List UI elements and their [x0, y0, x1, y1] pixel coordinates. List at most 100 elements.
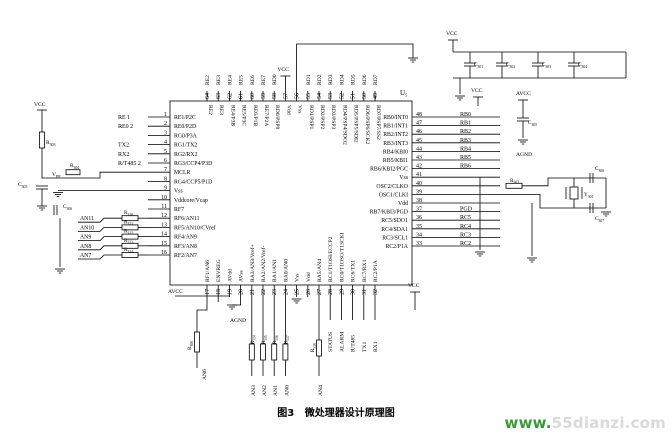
an6-label: AN6 — [202, 369, 208, 380]
right-pin-net: RB2 — [460, 129, 471, 135]
bottom-pin-number: 30 — [351, 289, 357, 295]
top-pin-net: RD6 — [362, 74, 368, 85]
schematic-diagram: U₅64RE2RE263RE3RE362RE4/P3BRE461RE5/P3CR… — [18, 31, 627, 396]
r319 — [316, 339, 322, 357]
right-pin-net: RB3 — [460, 138, 471, 144]
left-pin-number: 12 — [161, 213, 167, 219]
left-pin-name: RF3/AN8 — [174, 244, 197, 250]
top-pin-number: 57 — [283, 93, 289, 99]
top-pin-number: 60 — [250, 93, 256, 99]
top-pin-name: RD6/PSP6/SCK2 — [364, 105, 370, 145]
top-pin-name: Vss — [297, 105, 303, 113]
c303-left-label: C303 — [18, 182, 27, 189]
left-pin-number: 7 — [164, 167, 167, 173]
top-pin-name: RD1/PSP1 — [308, 105, 314, 129]
top-pin-net: RD0 — [272, 74, 278, 85]
avcc-label: AVCC — [168, 289, 183, 295]
left-pin-name: RF5/AN10/CVref — [174, 224, 216, 231]
r302 — [505, 182, 523, 189]
an-net-label: AN10 — [80, 225, 94, 231]
left-pin-name: RG3/CCP4/P3D — [174, 161, 212, 167]
left-pin-number: 8 — [164, 176, 167, 182]
left-pin-number: 6 — [164, 158, 167, 164]
top-pin-number: 64 — [205, 93, 211, 99]
bottom-pin-name: Vdd — [306, 272, 312, 282]
right-pin-name: RB2/INT2 — [383, 132, 408, 138]
an-label: AN0 — [284, 385, 290, 396]
top-pin-number: 51 — [351, 93, 357, 99]
left-pin-number: 9 — [164, 186, 167, 192]
bottom-pin-number: 19 — [227, 289, 233, 295]
an-resistor-label: R320 — [124, 210, 133, 217]
bottom-pin-name: AVss — [239, 270, 245, 282]
bottom-pin-name: RA3/AN3/Vref+ — [249, 244, 256, 282]
right-pin-name: RB7/KBI3/PGD — [370, 210, 408, 216]
an-net-label: AN9 — [80, 235, 91, 241]
top-pin-net: RE4 — [227, 75, 233, 85]
right-pin-name: Vdd — [398, 201, 408, 207]
bottom-pin-number: 25 — [295, 289, 301, 295]
top-pin-net: RE2 — [205, 75, 211, 85]
left-pin-number: 4 — [164, 140, 167, 146]
right-pin-number: 34 — [416, 232, 422, 238]
left-pin-number: 2 — [164, 121, 167, 127]
left-pin-name: RG0/P3A — [174, 133, 198, 139]
right-pin-number: 33 — [416, 241, 422, 247]
an-net-label: AN7 — [80, 253, 91, 259]
caption-label: 图3 — [277, 408, 295, 419]
top-pin-number: 55 — [306, 93, 312, 99]
left-pin-net: RE 1 — [118, 115, 130, 121]
left-pin-name: RG4/CCP5/P1D — [174, 179, 212, 185]
bottom-pin-number: 23 — [272, 289, 278, 295]
c306 — [53, 205, 58, 215]
right-pin-name: RB6/KBI2/PGC — [370, 167, 408, 173]
left-pin-name: RE0/P2D — [174, 124, 196, 130]
left-pin-name: RG2/RX2 — [174, 152, 198, 158]
right-pin-number: 42 — [416, 164, 422, 170]
decoupling-cap — [496, 62, 508, 67]
right-pin-number: 37 — [416, 207, 422, 213]
left-pin-number: 5 — [164, 149, 167, 155]
bottom-pin-number: 28 — [328, 289, 334, 295]
bottom-pin-number: 32 — [373, 289, 379, 295]
an-wire — [78, 226, 122, 232]
right-pin-name: RB5/KBI1 — [383, 158, 408, 164]
right-pin-number: 45 — [416, 138, 422, 144]
an-resistor — [282, 343, 289, 361]
r304 — [65, 169, 81, 176]
top-pin-name: RE6/P1B — [252, 105, 258, 126]
bottom-pin-name: RA0/AN0 — [283, 259, 289, 282]
an-resistor — [248, 343, 255, 361]
c305 — [517, 117, 529, 122]
top-pin-name: RE5/P3C — [241, 105, 247, 126]
an-resistor-label: R322 — [124, 229, 133, 236]
right-pin-net: RB1 — [460, 121, 471, 127]
top-pin-number: 49 — [373, 93, 379, 99]
bottom-pin-name: RC6/TX1 — [351, 260, 357, 282]
vpp-label: VPP — [52, 172, 61, 179]
top-pin-name: Vdd — [285, 105, 291, 115]
bottom-net-label: RX1 — [373, 341, 379, 352]
right-pin-net: RC5 — [460, 215, 471, 221]
vcc-label: VCC — [471, 88, 483, 94]
top-pin-name: RE2 — [207, 105, 213, 115]
ground-symbol — [53, 192, 63, 198]
top-pin-number: 52 — [339, 93, 345, 99]
left-pin-number: 13 — [161, 222, 167, 228]
crystal-label: Y301 — [584, 192, 593, 199]
right-pin-number: 40 — [416, 181, 422, 187]
ground-symbol — [475, 251, 485, 257]
right-pin-name: RB1/INT1 — [383, 124, 408, 130]
bottom-pin-name: RA1/AN1 — [272, 259, 278, 282]
top-pin-number: 50 — [362, 93, 368, 99]
left-pin-name: RG1/TX2 — [174, 143, 197, 149]
right-pin-net: RC4 — [460, 224, 471, 230]
an-resistor-label: R321 — [124, 219, 133, 226]
bottom-pin-name: AVdd — [227, 269, 233, 282]
r306-label: R306 — [187, 341, 194, 350]
avdd-wire — [175, 295, 230, 297]
ground-symbol — [455, 95, 465, 101]
bottom-pin-name: RF1/AN6 — [205, 260, 211, 282]
top-pin-number: 58 — [272, 93, 278, 99]
agnd-label: AGND — [516, 152, 532, 158]
